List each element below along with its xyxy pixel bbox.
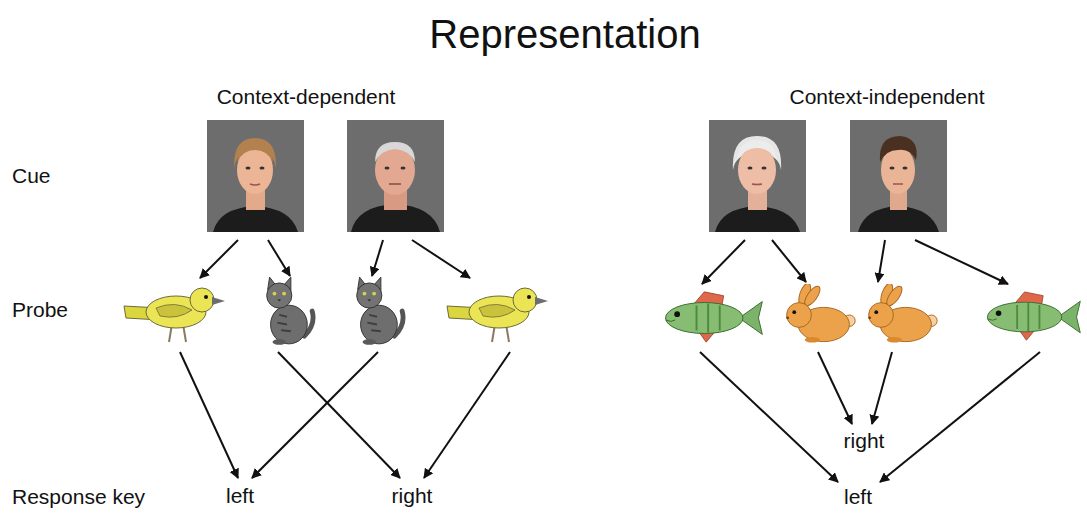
arrow xyxy=(372,240,383,276)
bird-picture xyxy=(447,288,548,342)
arrow xyxy=(878,240,885,282)
column-heading: Context-independent xyxy=(790,85,985,109)
cat-picture xyxy=(357,277,403,345)
arrow xyxy=(880,352,1040,482)
response-key: right xyxy=(844,429,885,453)
arrow xyxy=(872,352,892,424)
arrow xyxy=(412,240,470,278)
row-label: Probe xyxy=(12,298,68,322)
response-key: right xyxy=(392,484,433,508)
arrow xyxy=(200,240,238,278)
arrow xyxy=(252,352,378,478)
arrow xyxy=(268,240,290,276)
column-heading: Context-dependent xyxy=(217,85,396,109)
bird-picture xyxy=(124,288,225,342)
arrow xyxy=(180,352,238,478)
arrow xyxy=(702,240,745,284)
arrow xyxy=(915,240,1008,284)
row-label: Cue xyxy=(12,164,51,188)
face-photo xyxy=(850,120,947,232)
arrow xyxy=(818,352,852,424)
rabbit-picture xyxy=(868,282,937,343)
arrow xyxy=(278,352,400,478)
fish-picture xyxy=(987,292,1080,340)
response-key: left xyxy=(844,485,872,509)
cat-picture xyxy=(267,277,313,345)
face-photo xyxy=(347,120,444,232)
title: Representation xyxy=(429,11,700,57)
arrows xyxy=(180,240,1040,482)
face-photo xyxy=(709,120,806,232)
rabbit-picture xyxy=(786,282,855,343)
row-label: Response key xyxy=(12,485,145,509)
face-photo xyxy=(207,120,304,232)
response-key: left xyxy=(226,484,254,508)
fish-picture xyxy=(666,292,763,342)
arrow xyxy=(700,352,838,482)
arrow xyxy=(772,240,806,282)
arrow xyxy=(424,352,510,478)
